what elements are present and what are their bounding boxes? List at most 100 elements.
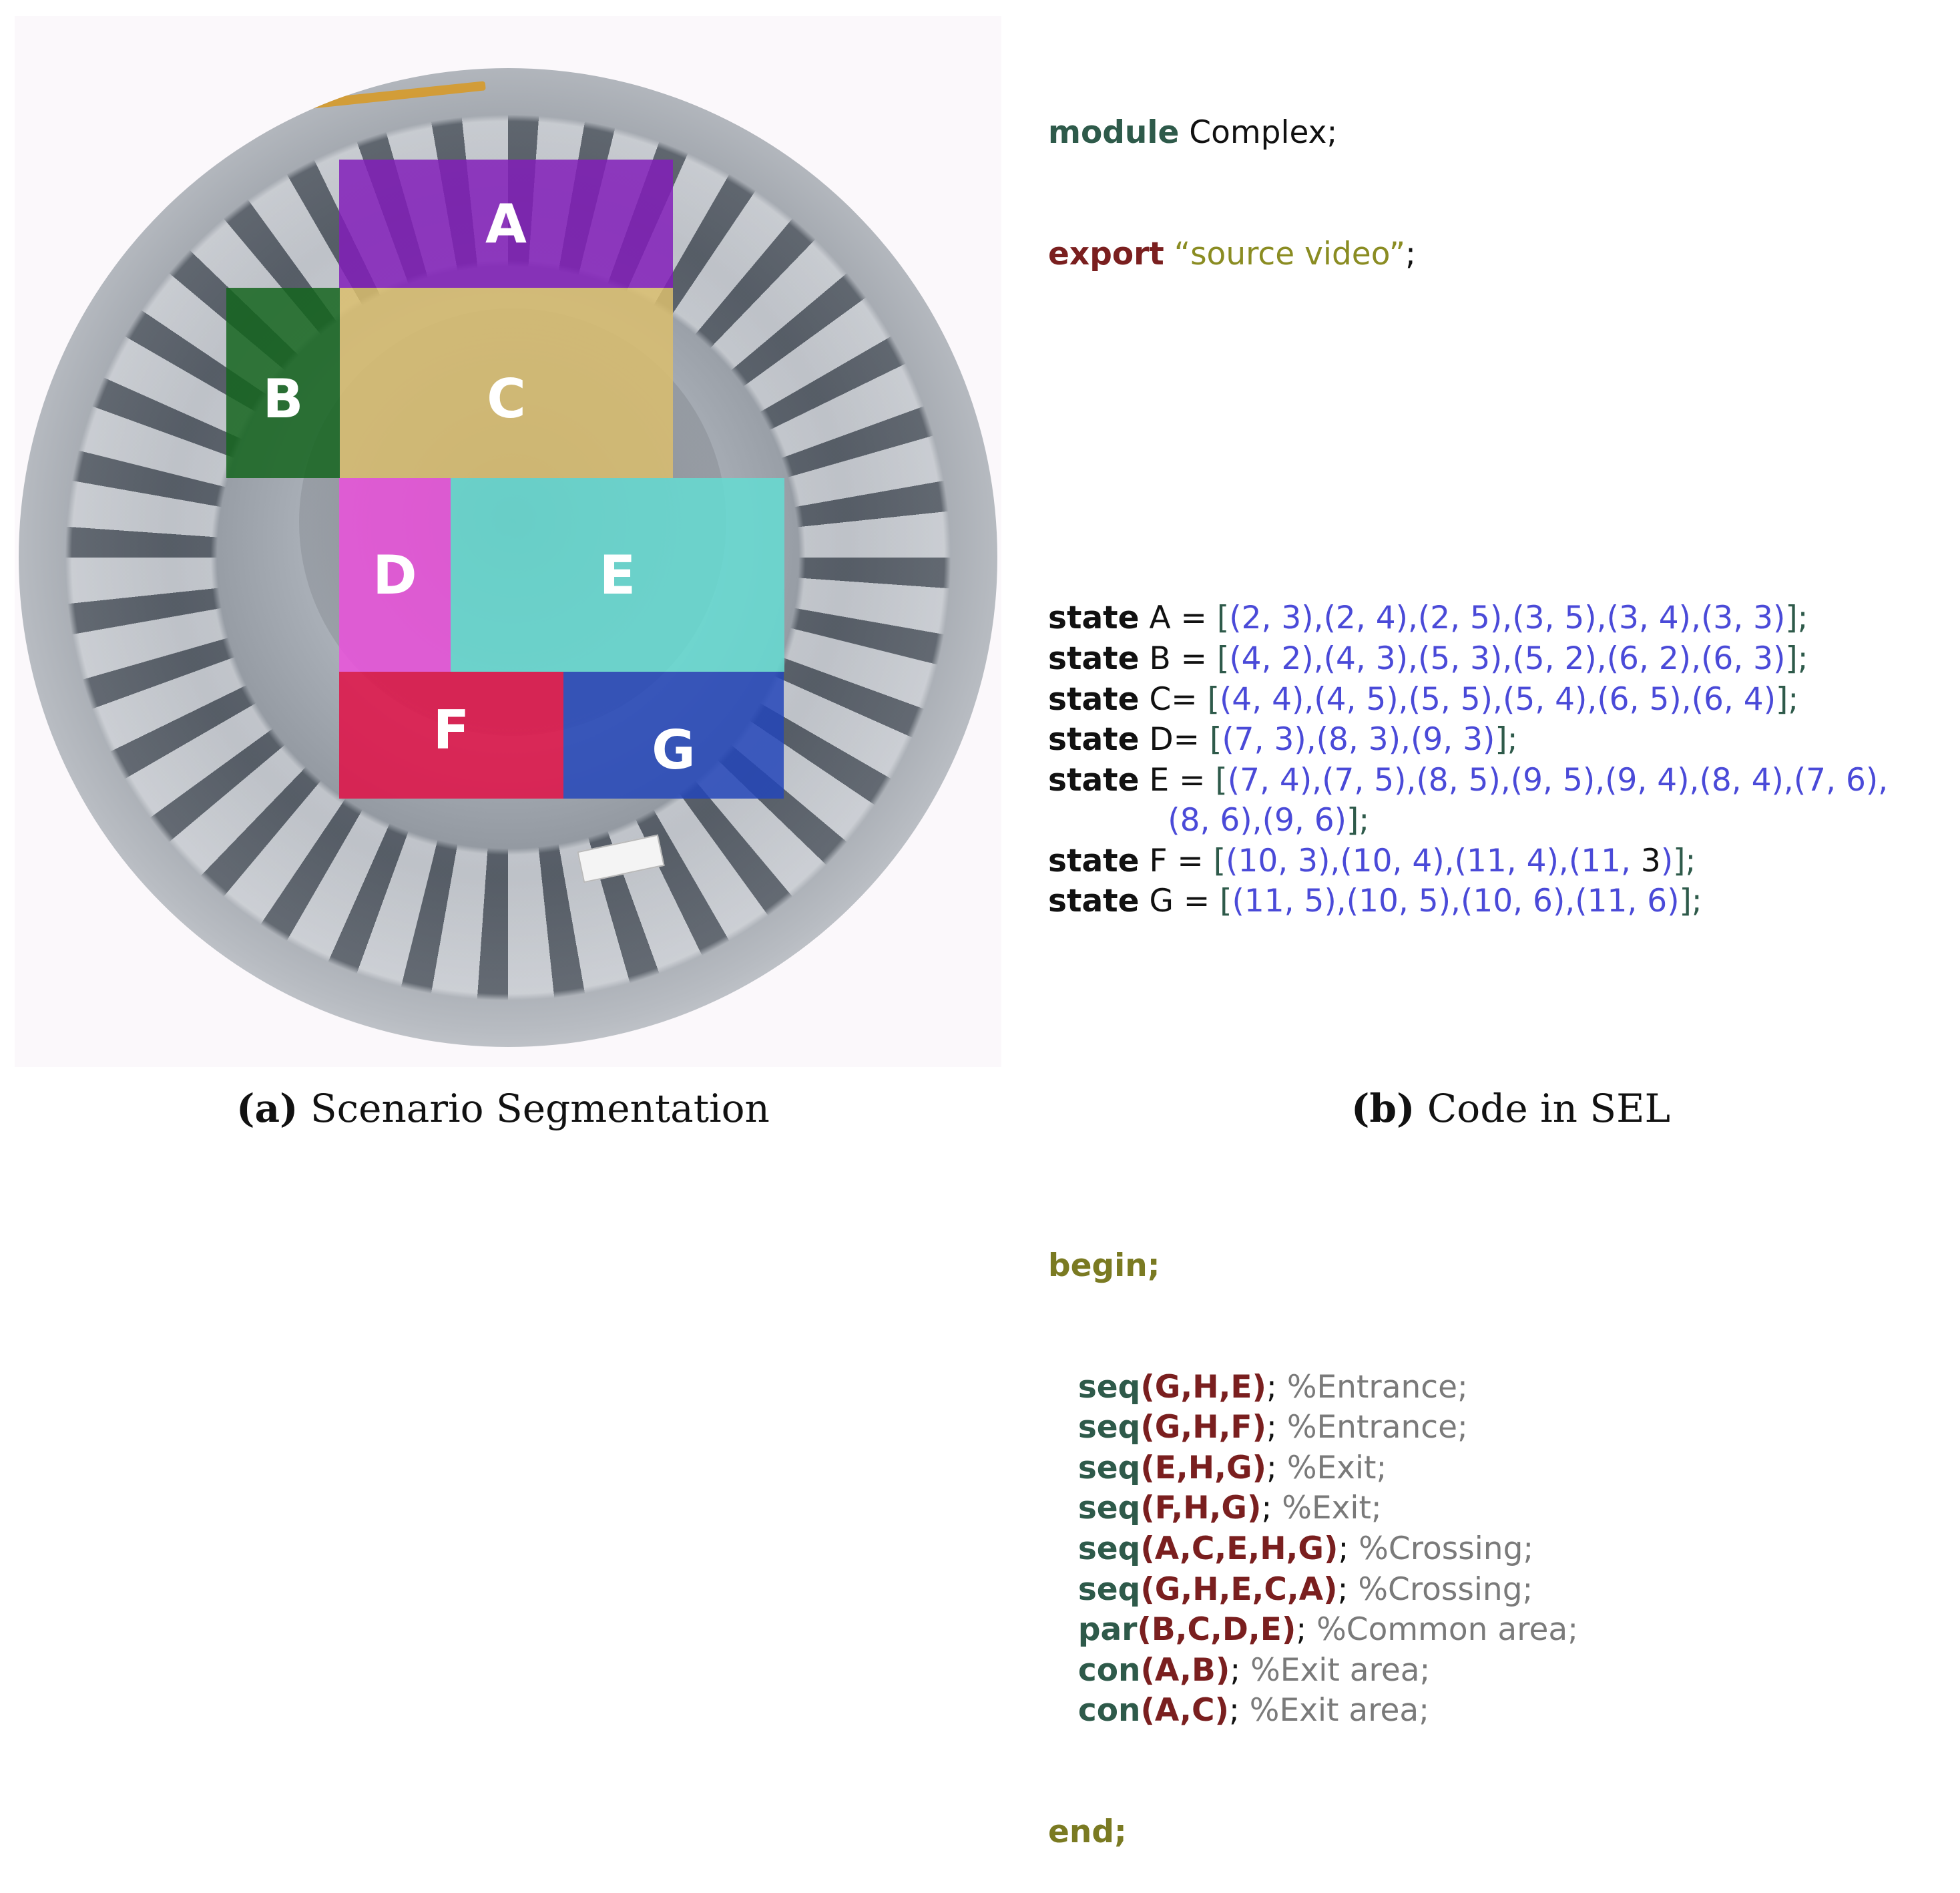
coord-y: 5 <box>1564 600 1585 637</box>
coord-y: 2 <box>1564 640 1585 677</box>
coord-y: 6 <box>1220 802 1240 839</box>
statement-line: seq(G,H,E,C,A); %Crossing; <box>1077 1570 1533 1608</box>
coord-x: 11 <box>1244 883 1284 920</box>
coord-y: 3 <box>1368 721 1389 759</box>
caption-b-text: Code in SEL <box>1427 1086 1671 1131</box>
statement-line: seq(A,C,E,H,G); %Crossing; <box>1077 1530 1534 1567</box>
state-open-bracket: [ <box>1215 761 1228 799</box>
coord-x: 11 <box>1581 842 1622 879</box>
coord-x: 9 <box>1274 802 1294 839</box>
statement-line: con(A,B); %Exit area; <box>1077 1651 1431 1689</box>
module-keyword: module <box>1048 114 1180 152</box>
state-line: state G = [(11, 5),(10, 5),(10, 6),(11, … <box>1048 883 1702 920</box>
coord-y: 5 <box>1468 761 1489 799</box>
coord-x: 9 <box>1423 721 1443 759</box>
state-keyword: state <box>1048 842 1140 879</box>
region-label-b: B <box>262 368 304 430</box>
coord-y: 3 <box>1463 721 1483 759</box>
coord-x: 4 <box>1232 680 1252 718</box>
coord-x: 5 <box>1524 640 1545 677</box>
coord-y: 5 <box>1470 600 1490 637</box>
coord-y: 4 <box>1743 680 1764 718</box>
coord-y: 3 <box>1281 600 1302 637</box>
state-keyword: state <box>1048 721 1140 759</box>
coord-x: 10 <box>1359 883 1399 920</box>
coord-x: 7 <box>1806 761 1826 799</box>
region-b: B <box>226 288 340 478</box>
coord-x: 8 <box>1328 721 1349 759</box>
coord-x: 4 <box>1241 640 1262 677</box>
caption-b-letter: (b) <box>1351 1086 1415 1131</box>
coord-x: 8 <box>1428 761 1449 799</box>
state-open-bracket: [ <box>1207 680 1220 718</box>
region-label-a: A <box>485 192 527 255</box>
coord-x: 10 <box>1473 883 1513 920</box>
coord-x: 2 <box>1241 600 1262 637</box>
statement-operator: con <box>1077 1692 1141 1729</box>
coord-y: 3 <box>1640 842 1661 879</box>
statement-block: seq(G,H,E); %Entrance; seq(G,H,F); %Entr… <box>1048 1368 1888 1731</box>
state-close-bracket: ]; <box>1673 842 1696 879</box>
coord-y: 4 <box>1657 761 1678 799</box>
state-line: state D= [(7, 3),(8, 3),(9, 3)]; <box>1048 721 1518 759</box>
coord-x: 9 <box>1617 761 1638 799</box>
state-close-bracket: ]; <box>1776 680 1799 718</box>
state-name: F = <box>1139 842 1214 879</box>
coord-y: 3 <box>1375 640 1396 677</box>
statement-line: con(A,C); %Exit area; <box>1077 1692 1430 1729</box>
coord-y: 4 <box>1555 680 1575 718</box>
state-open-bracket: [ <box>1216 640 1230 677</box>
coord-x: 7 <box>1240 761 1260 799</box>
coord-y: 6 <box>1647 883 1668 920</box>
state-close-bracket: ]; <box>1495 721 1518 759</box>
state-keyword: state <box>1048 680 1140 718</box>
coord-y: 5 <box>1418 883 1439 920</box>
region-label-e: E <box>599 544 636 606</box>
coord-x: 6 <box>1704 680 1724 718</box>
coord-y: 4 <box>1375 600 1396 637</box>
coord-y: 3 <box>1274 721 1294 759</box>
coord-y: 5 <box>1562 761 1583 799</box>
statement-args: (B,C,D,E) <box>1137 1611 1296 1649</box>
coord-y: 6 <box>1845 761 1866 799</box>
state-line: state B = [(4, 2),(4, 3),(5, 3),(5, 2),(… <box>1048 640 1808 677</box>
state-name: E = <box>1139 761 1216 799</box>
statement-operator: seq <box>1077 1490 1141 1527</box>
statement-operator: par <box>1077 1611 1138 1649</box>
coord-x: 6 <box>1713 640 1734 677</box>
coord-x: 8 <box>1180 802 1200 839</box>
coord-x: 11 <box>1466 842 1507 879</box>
region-f: F <box>339 672 563 799</box>
statement-args: (A,B) <box>1140 1651 1230 1689</box>
statement-comment: %Common area; <box>1316 1611 1579 1649</box>
coord-y: 2 <box>1658 640 1679 677</box>
state-line: state E = [(7, 4),(7, 5),(8, 5),(9, 5),(… <box>1048 761 1889 799</box>
coord-x: 3 <box>1524 600 1545 637</box>
state-open-bracket: [ <box>1216 600 1230 637</box>
caption-a-letter: (a) <box>236 1086 298 1131</box>
statement-args: (F,H,G) <box>1140 1490 1262 1527</box>
statement-args: (G,H,F) <box>1140 1409 1267 1446</box>
state-open-bracket: [ <box>1209 721 1222 759</box>
state-name: B = <box>1139 640 1217 677</box>
state-keyword: state <box>1048 640 1140 677</box>
region-c: C <box>340 288 673 478</box>
statement-line: par(B,C,D,E); %Common area; <box>1077 1611 1579 1649</box>
coord-x: 10 <box>1352 842 1393 879</box>
coord-y: 4 <box>1272 680 1292 718</box>
coord-y: 4 <box>1279 761 1300 799</box>
state-open-bracket: [ <box>1220 883 1232 920</box>
coord-y: 2 <box>1281 640 1302 677</box>
statement-operator: seq <box>1077 1449 1141 1486</box>
statement-comment: %Exit; <box>1282 1490 1382 1527</box>
module-line: module Complex; <box>1048 113 1888 154</box>
coord-x: 2 <box>1430 600 1451 637</box>
state-close-bracket: ]; <box>1785 640 1808 677</box>
coord-y: 3 <box>1298 842 1318 879</box>
state-name: G = <box>1139 883 1220 920</box>
caption-a-text: Scenario Segmentation <box>310 1086 770 1131</box>
coord-y: 4 <box>1658 600 1679 637</box>
module-name: Complex; <box>1179 114 1338 152</box>
statement-operator: seq <box>1077 1368 1141 1406</box>
statement-line: seq(E,H,G); %Exit; <box>1077 1449 1387 1486</box>
